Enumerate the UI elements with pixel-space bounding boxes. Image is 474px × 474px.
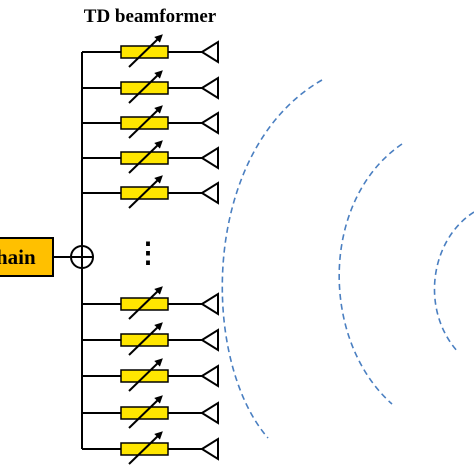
summation-node-icon (70, 245, 94, 269)
antenna-branch (82, 431, 219, 465)
wavefronts (221, 79, 474, 439)
antenna-branch (82, 322, 219, 356)
variable-delay-icon (120, 395, 169, 429)
antenna-branch (82, 105, 219, 139)
antenna-branch (82, 140, 219, 174)
antenna-icon (200, 328, 219, 352)
variable-delay-icon (120, 322, 169, 356)
wavefront-arc (338, 143, 403, 405)
antenna-icon (200, 40, 219, 64)
antenna-icon (200, 76, 219, 100)
variable-delay-icon (120, 140, 169, 174)
variable-delay-icon (120, 105, 169, 139)
diagram-title: TD beamformer (84, 6, 217, 27)
antenna-icon (200, 146, 219, 170)
antenna-branch (82, 175, 219, 209)
variable-delay-icon (120, 175, 169, 209)
variable-delay-icon (120, 431, 169, 465)
variable-delay-icon (120, 34, 169, 68)
antenna-branch (82, 34, 219, 68)
antenna-branch (82, 70, 219, 104)
antenna-icon (200, 111, 219, 135)
antenna-icon (200, 401, 219, 425)
wavefront-arc (433, 211, 474, 353)
variable-delay-icon (120, 286, 169, 320)
rf-chain-label: hain (0, 245, 36, 269)
wavefront-arc (221, 79, 323, 439)
antenna-icon (200, 437, 219, 461)
antenna-icon (200, 181, 219, 205)
antenna-branch (82, 286, 219, 320)
antenna-branch (82, 358, 219, 392)
variable-delay-icon (120, 70, 169, 104)
antenna-branch (82, 395, 219, 429)
antenna-icon (200, 292, 219, 316)
variable-delay-icon (120, 358, 169, 392)
ellipsis-marker: ⋮ (134, 238, 162, 269)
antenna-icon (200, 364, 219, 388)
antenna-branches (82, 34, 219, 465)
